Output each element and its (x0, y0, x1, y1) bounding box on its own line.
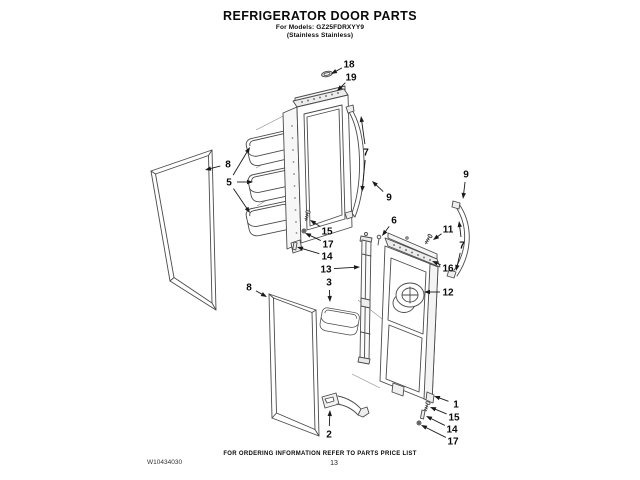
callout-15: 15 (448, 412, 460, 423)
callout-14: 14 (446, 424, 458, 435)
callout-leader (375, 184, 384, 192)
callout-arrowhead (244, 206, 250, 213)
callout-12: 12 (442, 287, 454, 298)
callout-leader (361, 120, 366, 145)
callout-leader (255, 290, 263, 295)
callout-1: 1 (453, 399, 459, 410)
callout-arrowhead (372, 181, 378, 187)
callout-arrowhead (455, 264, 460, 271)
water-fill-tube (321, 392, 370, 418)
callout-leader (425, 426, 447, 438)
callout-arrowhead (457, 221, 462, 228)
callout-17: 17 (322, 239, 334, 250)
callout-arrowhead (205, 166, 212, 171)
callout-leader (333, 266, 356, 269)
right-door-gasket (268, 293, 320, 437)
doc-number: W10434030 (147, 459, 183, 466)
footer-note: FOR ORDERING INFORMATION REFER TO PARTS … (223, 451, 417, 457)
callout-arrowhead (461, 192, 466, 199)
callout-17: 17 (447, 436, 459, 447)
left-door-handle (344, 104, 365, 220)
callout-leader (340, 82, 346, 88)
callout-arrowhead (327, 410, 332, 417)
small-door-bin (318, 306, 361, 337)
callout-arrowhead (433, 234, 440, 240)
callout-14: 14 (321, 251, 333, 262)
callout-arrowhead (245, 147, 250, 154)
callout-arrowhead (247, 179, 253, 185)
dispenser-housing (392, 282, 425, 313)
hinge-rail-holes (301, 92, 339, 103)
callout-leader (434, 408, 447, 415)
left-door-gasket (150, 149, 217, 311)
callout-leader (463, 181, 466, 195)
callout-7: 7 (459, 240, 465, 251)
callout-leader (309, 234, 321, 241)
callout-13: 13 (320, 264, 332, 275)
callout-arrowhead (432, 261, 439, 266)
callout-leader (232, 151, 248, 176)
callout-8: 8 (225, 159, 231, 170)
callout-leader (362, 159, 366, 188)
hinge-cam-part (321, 70, 333, 78)
callout-9: 9 (463, 169, 469, 180)
callout-19: 19 (345, 72, 357, 83)
callout-leader (209, 165, 221, 170)
callout-leader (233, 188, 248, 210)
callout-6: 6 (391, 215, 397, 226)
callout-arrowhead (305, 233, 312, 238)
callout-arrowhead (424, 289, 430, 295)
left-door (282, 85, 353, 254)
callout-arrowhead (297, 246, 304, 251)
callout-leader (384, 226, 390, 233)
callout-9: 9 (386, 192, 392, 203)
callout-arrowhead (382, 229, 388, 236)
callout-16: 16 (442, 263, 454, 274)
callout-5: 5 (226, 177, 232, 188)
callout-arrowhead (360, 185, 365, 192)
callout-leader (301, 248, 320, 255)
finish-line: (Stainless Stainless) (286, 32, 354, 39)
callout-7: 7 (363, 147, 369, 158)
callout-15: 15 (321, 226, 333, 237)
callout-leader (438, 397, 449, 402)
callout-arrowhead (421, 425, 428, 430)
model-line: For Models: GZ25FDRXYY9 (275, 24, 365, 31)
callout-arrowhead (327, 295, 332, 302)
callout-arrowhead (331, 69, 338, 74)
callout-arrowhead (260, 292, 267, 297)
callout-arrowhead (430, 407, 437, 412)
callout-leader (459, 225, 462, 238)
center-mullion-rail (357, 232, 373, 365)
callout-arrowhead (337, 85, 343, 91)
callout-arrowhead (359, 116, 365, 123)
callout-11: 11 (443, 224, 454, 235)
callout-arrowhead (426, 416, 433, 421)
callout-18: 18 (343, 59, 355, 70)
callout-2: 2 (326, 429, 332, 440)
page-title: REFRIGERATOR DOOR PARTS (223, 9, 417, 23)
page-number: 13 (330, 460, 338, 467)
callout-3: 3 (326, 277, 332, 288)
shelf-support-holes (291, 125, 298, 234)
callout-arrowhead (310, 220, 317, 226)
callout-leader (456, 252, 461, 267)
fasteners (292, 209, 434, 426)
right-door (379, 232, 441, 404)
callout-arrowhead (353, 265, 360, 270)
callout-leader (430, 417, 446, 426)
callout-arrowhead (434, 395, 441, 401)
callout-leader (313, 222, 321, 228)
callout-8: 8 (246, 282, 252, 293)
callout-leader (335, 67, 343, 72)
page-header: REFRIGERATOR DOOR PARTS For Models: GZ25… (0, 9, 640, 39)
hinge-rail-holes-right (393, 244, 431, 261)
